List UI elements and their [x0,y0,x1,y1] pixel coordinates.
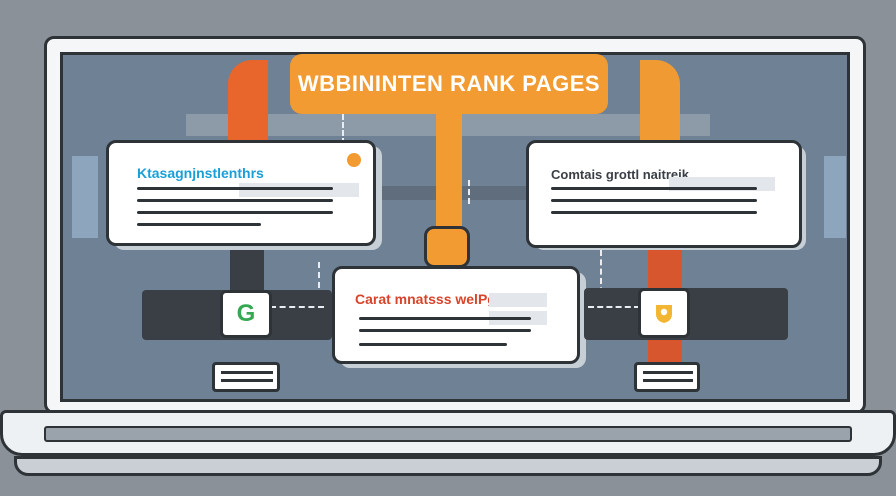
shield-badge-icon [656,305,672,323]
connector-pipe-right [640,60,680,144]
laptop-keyboard-groove [44,426,852,442]
mini-stack-right [634,362,700,392]
card-left: Ktasagnjnstlenthrs [106,140,376,246]
text-line [359,329,531,332]
dashed-connector [600,250,602,312]
text-placeholder-bar [239,183,359,197]
connector-node-center [424,226,470,268]
shield-badge-tile [638,288,690,338]
dashed-connector [468,180,470,204]
text-line [137,187,333,190]
side-tab-right [824,156,846,238]
text-line [221,371,273,374]
status-dot-icon [347,153,361,167]
card-center: Carat mnatsss welPgn [332,266,580,364]
card-center-title: Carat mnatsss welPgn [355,291,505,307]
text-line [359,343,507,346]
text-line [137,211,333,214]
mini-stack-left [212,362,280,392]
google-logo-tile: G [220,290,272,338]
laptop-base-bottom [14,456,882,476]
text-line [551,211,757,214]
connector-pipe-left [228,60,268,150]
dashed-connector [342,114,344,144]
text-line [643,379,693,382]
text-line [359,317,531,320]
side-tab-left [72,156,98,238]
text-line [643,371,693,374]
text-line [137,223,261,226]
dashed-connector [588,306,640,308]
card-left-title: Ktasagnjnstlenthrs [137,165,264,181]
text-line [221,379,273,382]
card-right-title: Comtais grottl naitreik [551,167,689,182]
text-placeholder-bar [489,293,547,307]
connector-pipe-center [436,112,462,232]
google-g-icon: G [236,300,256,327]
card-right: Comtais grottl naitreik [526,140,802,248]
text-line [551,199,757,202]
text-line [137,199,333,202]
page-title-banner: WBBININTEN RANK PAGES [290,54,608,114]
text-line [551,187,757,190]
dashed-connector [270,306,324,308]
